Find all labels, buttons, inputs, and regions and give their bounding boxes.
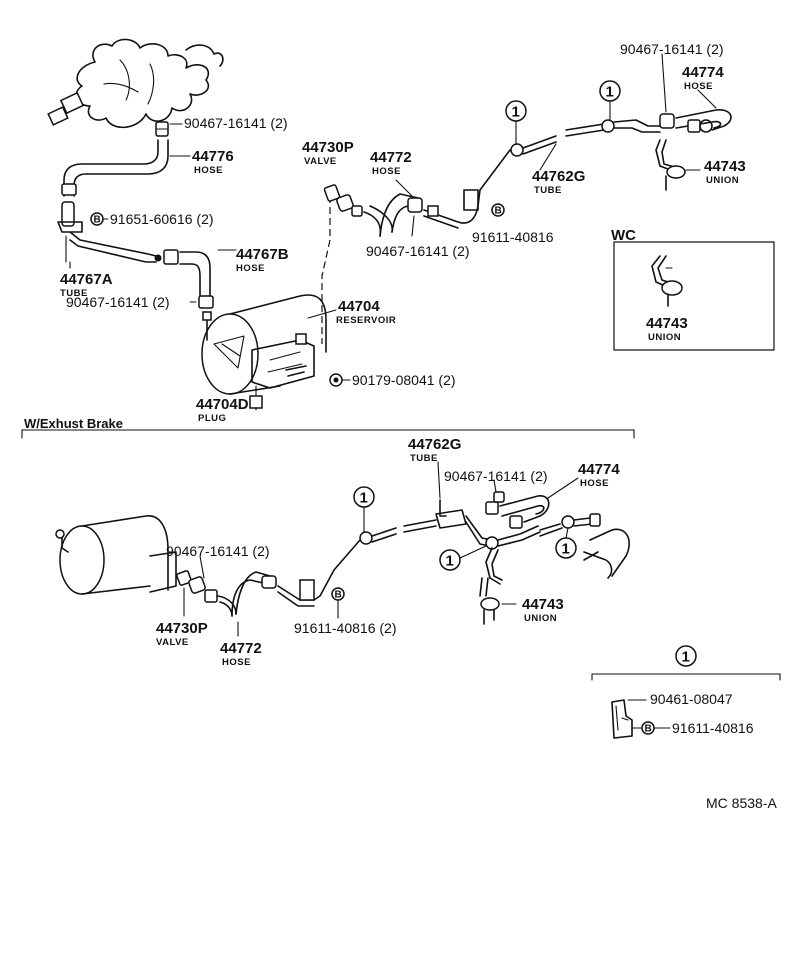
- wc-label: WC: [611, 227, 636, 244]
- eb-part-number-44762g: 44762G: [408, 436, 461, 453]
- hose-44774: [659, 109, 732, 133]
- eb-part-label-90467: 90467-16141 (2): [166, 543, 270, 559]
- b-callout-label: B: [495, 206, 502, 217]
- part-label-90179: 90179-08041 (2): [352, 372, 456, 388]
- part-type-hose: HOSE: [684, 81, 713, 92]
- engine-pump-illustration: [47, 38, 224, 129]
- part-type-reservoir: RESERVOIR: [336, 315, 396, 326]
- callout-1-label: 1: [562, 541, 570, 558]
- detail-1-callout: 1: [682, 649, 690, 666]
- part-type-tube: TUBE: [534, 185, 562, 196]
- part-type-hose: HOSE: [236, 263, 265, 274]
- eb-part-type-union: UNION: [524, 613, 557, 624]
- tube-44767a: [57, 201, 162, 263]
- svg-text:1: 1: [606, 84, 614, 101]
- eb-part-type-tube: TUBE: [410, 453, 438, 464]
- part-type-valve: VALVE: [304, 156, 337, 167]
- eb-part-number-44772: 44772: [220, 640, 262, 657]
- eb-part-type-valve: VALVE: [156, 637, 189, 648]
- valve-44730p: [323, 184, 363, 217]
- callout-1-label: 1: [360, 490, 368, 507]
- part-label-90467: 90467-16141 (2): [66, 294, 170, 310]
- part-type-plug: PLUG: [198, 413, 226, 424]
- part-label-91611: 91611-40816: [472, 229, 554, 245]
- figure-code: MC 8538-A: [706, 795, 777, 811]
- svg-text:B: B: [94, 215, 101, 226]
- b-callout-label: B: [335, 590, 342, 601]
- leader-lines: [69, 53, 717, 411]
- assembly-line: [321, 196, 331, 344]
- part-label-90467: 90467-16141 (2): [184, 115, 288, 131]
- part-label-90467: 90467-16141 (2): [366, 243, 470, 259]
- clip-b: B: [491, 203, 505, 217]
- reservoir-44704: [201, 294, 327, 395]
- hose-44772: [363, 193, 423, 237]
- part-type-hose: HOSE: [194, 165, 223, 176]
- hose-44767b: [163, 249, 214, 309]
- callout-1: 1: [599, 80, 621, 121]
- union-44743: [655, 139, 686, 191]
- eb-part-type-hose: HOSE: [222, 657, 251, 668]
- eb-part-label-91611: 91611-40816 (2): [294, 620, 396, 636]
- exhaust-brake-section: W/Exhust Brake: [21, 416, 635, 668]
- part-type-union: UNION: [706, 175, 739, 186]
- part-number-44776: 44776: [192, 148, 234, 165]
- tube-44762g: [423, 119, 661, 229]
- part-number-44772: 44772: [370, 149, 412, 166]
- eb-part-label-90467: 90467-16141 (2): [444, 468, 548, 484]
- callout-1: 1: [505, 100, 527, 145]
- eb-part-type-hose: HOSE: [580, 478, 609, 489]
- eb-part-number-44774: 44774: [578, 461, 620, 478]
- part-number-44774: 44774: [682, 64, 724, 81]
- exhaust-brake-label: W/Exhust Brake: [24, 416, 123, 431]
- part-number-44743: 44743: [704, 158, 746, 175]
- clip-b: B: [90, 212, 104, 226]
- part-number-44767b: 44767B: [236, 246, 289, 263]
- part-number-44730p: 44730P: [302, 139, 354, 156]
- callout-1-label: 1: [446, 553, 454, 570]
- clamp-icon: [61, 183, 77, 196]
- part-label-90467: 90467-16141 (2): [620, 41, 724, 57]
- part-number-44704: 44704: [338, 298, 380, 315]
- part-type-hose: HOSE: [372, 166, 401, 177]
- bolt-90179: [329, 373, 343, 387]
- wc-part-number-44743: 44743: [646, 315, 688, 332]
- clamp-icon: [155, 121, 169, 137]
- part-number-44767a: 44767A: [60, 271, 113, 288]
- detail-part-label-90461: 90461-08047: [650, 691, 733, 707]
- wc-inset: WC 44743 UNION: [611, 227, 775, 351]
- detail-1-inset: 1 B 90461-08047 91611-40816: [591, 645, 781, 739]
- part-number-44704d: 44704D: [196, 396, 249, 413]
- wc-part-type-union: UNION: [648, 332, 681, 343]
- part-label-91651: 91651-60616 (2): [110, 211, 214, 227]
- detail-part-label-91611: 91611-40816: [672, 720, 754, 736]
- part-number-44762g: 44762G: [532, 168, 585, 185]
- eb-part-number-44730p: 44730P: [156, 620, 208, 637]
- b-callout-label: B: [645, 724, 652, 735]
- eb-part-number-44743: 44743: [522, 596, 564, 613]
- svg-text:1: 1: [512, 104, 520, 121]
- part-type-tube: TUBE: [60, 288, 88, 299]
- hose-44776: [63, 139, 169, 197]
